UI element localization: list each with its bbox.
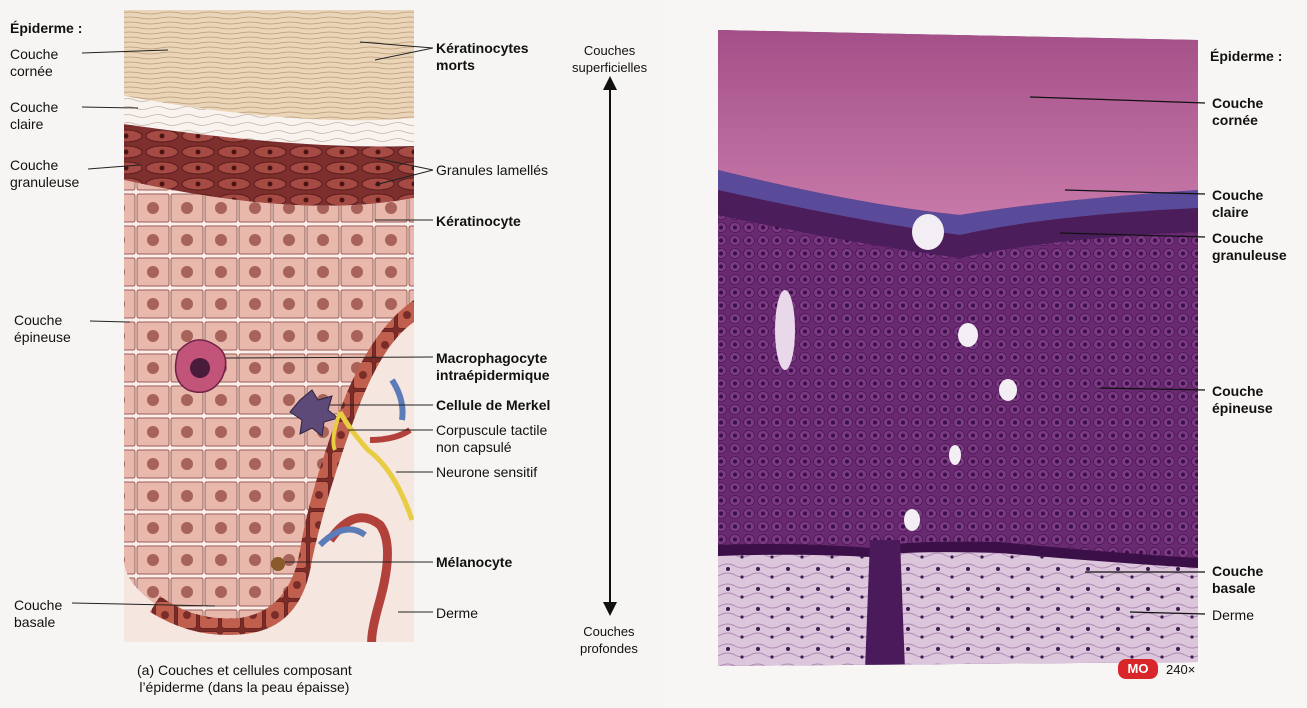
micro-label-couche-claire: Couche claire	[1212, 187, 1263, 221]
micro-label-couche-granuleuse: Couche granuleuse	[1212, 230, 1287, 264]
micro-label-derme: Derme	[1212, 607, 1254, 624]
micro-label-couche-cornee: Couche cornée	[1212, 95, 1263, 129]
micro-label-couche-epineuse: Couche épineuse	[1212, 383, 1273, 417]
micro-label-couche-basale: Couche basale	[1212, 563, 1263, 597]
right-heading-epiderme: Épiderme :	[1210, 48, 1282, 65]
magnification-label: 240×	[1166, 661, 1195, 678]
mo-badge: MO	[1118, 659, 1158, 679]
